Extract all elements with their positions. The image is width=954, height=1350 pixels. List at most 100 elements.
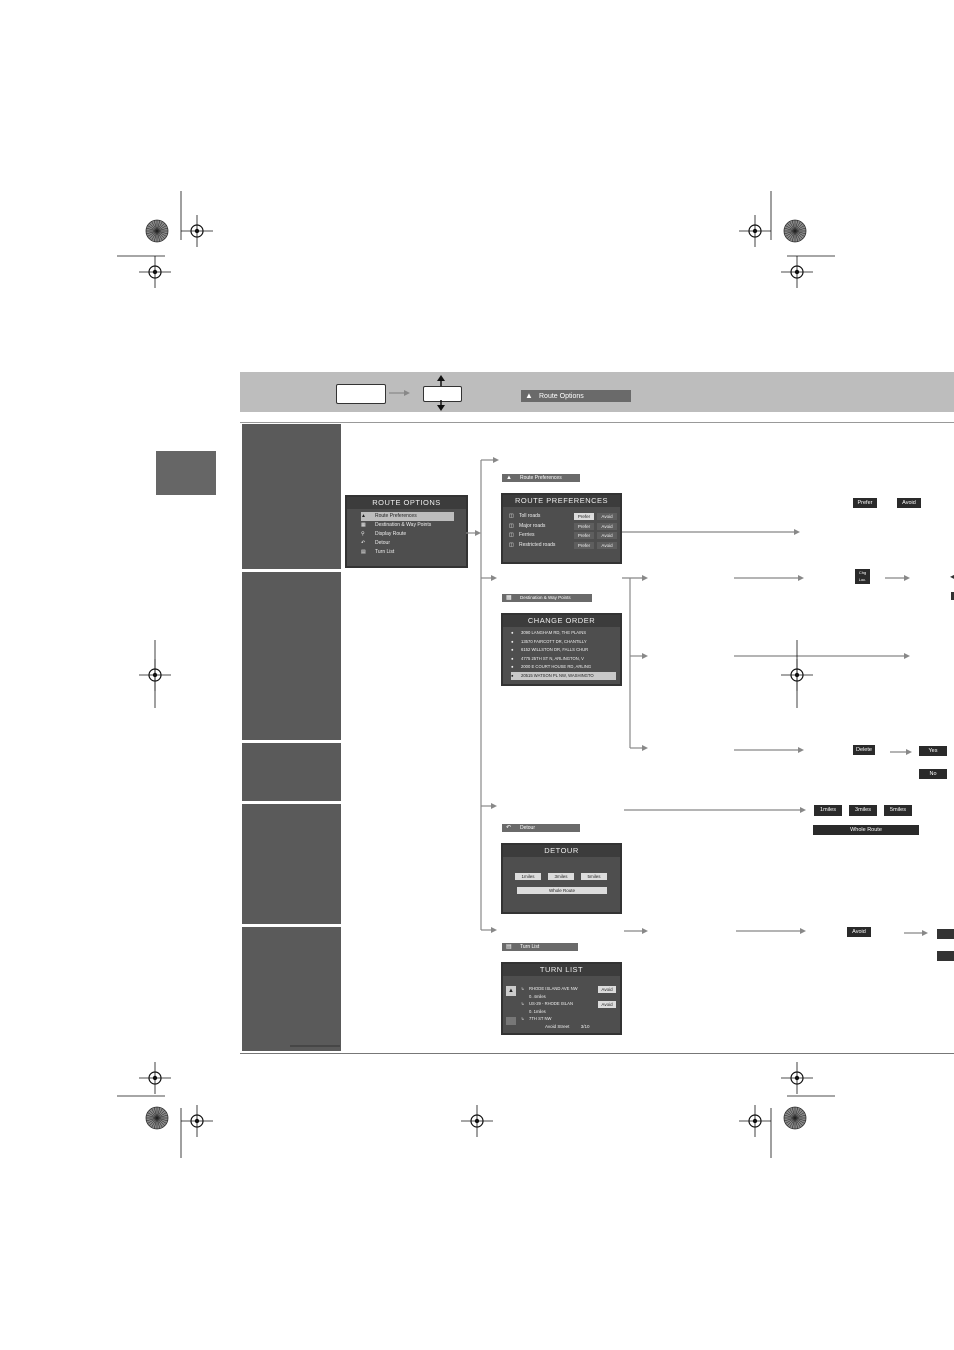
destination-row[interactable]: ●13570 FAIRCOTT DR, CHANTILLY bbox=[511, 638, 616, 647]
menu-item-display-route[interactable]: ⚲Display Route bbox=[361, 531, 407, 537]
route-preferences-icon: ▲ bbox=[361, 513, 366, 519]
turn-avoid-button[interactable]: Avoid bbox=[598, 986, 616, 993]
registration-star-ray bbox=[791, 230, 796, 242]
destination-row[interactable]: ●6152 WILLSTON DR, FALLS CHUR bbox=[511, 646, 616, 655]
up-arrow-icon bbox=[437, 375, 445, 381]
result-5miles-button[interactable]: 5miles bbox=[884, 805, 912, 816]
turn-icon: ↳ bbox=[521, 986, 525, 991]
detour-icon: ↶ bbox=[506, 825, 512, 831]
registration-star-ray bbox=[156, 225, 167, 232]
turn-icon: ↳ bbox=[521, 1016, 525, 1021]
registration-star-ray bbox=[794, 1112, 805, 1119]
registration-star-ray bbox=[151, 221, 158, 232]
waypoint-icon: ● bbox=[511, 647, 514, 652]
truncated-button bbox=[951, 592, 954, 600]
route-options-icon: ▲ bbox=[525, 391, 533, 400]
destination-waypoints-icon: ▦ bbox=[506, 595, 512, 601]
registration-star-ray bbox=[789, 230, 796, 241]
registration-star-ray bbox=[147, 230, 158, 237]
registration-star-ray bbox=[794, 225, 805, 232]
registration-star-ray bbox=[794, 221, 801, 232]
screen-title: ROUTE OPTIONS bbox=[347, 497, 466, 509]
registration-star-ray bbox=[156, 1117, 167, 1124]
registration-star-ray bbox=[147, 225, 158, 232]
registration-star-ray bbox=[147, 1112, 158, 1119]
prefer-button[interactable]: Prefer bbox=[574, 513, 594, 520]
registration-star-ray bbox=[156, 1108, 163, 1119]
registration-star-ray bbox=[791, 1117, 796, 1129]
menu-item-turn-list[interactable]: ▤Turn List bbox=[361, 549, 395, 555]
destination-row[interactable]: ●2000 E COURT HOUSE RD, ARLING bbox=[511, 663, 616, 672]
detour-screen: DETOUR 1miles 3miles 5miles Whole Route bbox=[501, 843, 622, 914]
scroll-down-button[interactable] bbox=[506, 1017, 516, 1025]
menu-item-detour[interactable]: ↶Detour bbox=[361, 540, 391, 546]
road-icon: ◫ bbox=[509, 541, 514, 548]
waypoint-icon: ● bbox=[511, 630, 514, 635]
prefer-result-button[interactable]: Prefer bbox=[853, 498, 877, 508]
detour-1miles-button[interactable]: 1miles bbox=[515, 873, 541, 880]
registration-star-ray bbox=[785, 230, 796, 237]
result-whole-route-button[interactable]: Whole Route bbox=[813, 825, 919, 835]
registration-star-ray bbox=[153, 220, 158, 232]
registration-star-ray bbox=[151, 1108, 158, 1119]
result-3miles-button[interactable]: 3miles bbox=[849, 805, 877, 816]
registration-star-ray bbox=[149, 1117, 158, 1126]
preferences-result-arrow-head bbox=[794, 529, 800, 535]
turn-avoid-button[interactable]: Avoid bbox=[598, 1001, 616, 1008]
menu-item-destination-waypoints[interactable]: ▦Destination & Way Points bbox=[361, 522, 432, 528]
side-block-turn-list bbox=[242, 927, 341, 1051]
road-icon: ◫ bbox=[509, 522, 514, 529]
registration-star-ray bbox=[156, 1117, 161, 1129]
avoid-result-button[interactable]: Avoid bbox=[897, 498, 921, 508]
registration-star-ray bbox=[791, 220, 796, 232]
section-tab bbox=[156, 451, 216, 495]
screen-title: DETOUR bbox=[503, 845, 620, 857]
prefer-button[interactable]: Prefer bbox=[574, 541, 594, 549]
yes-button[interactable]: Yes bbox=[919, 746, 947, 756]
registration-star-ray bbox=[146, 1117, 158, 1122]
detour-3miles-button[interactable]: 3miles bbox=[548, 873, 574, 880]
display-arrow-head bbox=[904, 653, 910, 659]
avoid-button[interactable]: Avoid bbox=[597, 522, 617, 530]
detour-whole-route-button[interactable]: Whole Route bbox=[517, 887, 607, 894]
delete-yes-arrow-head bbox=[906, 749, 912, 755]
avoid-button[interactable]: Avoid bbox=[597, 541, 617, 549]
registration-star-ray bbox=[146, 230, 158, 235]
delete-button[interactable]: Delete bbox=[853, 745, 875, 755]
registration-star-ray bbox=[794, 1108, 801, 1119]
no-button[interactable]: No bbox=[919, 769, 947, 779]
registration-star-ray bbox=[149, 1110, 158, 1119]
registration-star-ray bbox=[153, 230, 158, 242]
waypoint-icon: ● bbox=[511, 672, 514, 678]
prefer-button[interactable]: Prefer bbox=[574, 532, 594, 539]
truncated-button bbox=[937, 929, 954, 939]
result-1miles-button[interactable]: 1miles bbox=[814, 805, 842, 816]
avoid-button[interactable]: Avoid bbox=[597, 513, 617, 520]
avoid-button[interactable]: Avoid bbox=[597, 532, 617, 539]
prefer-button[interactable]: Prefer bbox=[574, 522, 594, 530]
destination-row[interactable]: ●20515 WATSON PL NW, WASHINGTO bbox=[511, 671, 616, 680]
destination-row[interactable]: ●3090 LANGHAM RD, THE PLAINS bbox=[511, 629, 616, 638]
menu-item-route-preferences[interactable]: ▲Route Preferences bbox=[361, 512, 454, 521]
header-arrow-head bbox=[404, 390, 410, 396]
registration-star-ray bbox=[156, 227, 168, 232]
destination-row[interactable]: ●4775 25TH ST N, ARLINGTON, V bbox=[511, 655, 616, 664]
registration-star-ray bbox=[789, 221, 796, 232]
avoid-button[interactable]: Avoid bbox=[847, 927, 871, 937]
menu-key[interactable] bbox=[336, 384, 386, 404]
registration-star-ray bbox=[156, 221, 163, 232]
side-block-route-preferences bbox=[242, 424, 341, 569]
detour-5miles-button[interactable]: 5miles bbox=[581, 873, 607, 880]
change-order-screen: CHANGE ORDER ●3090 LANGHAM RD, THE PLAIN… bbox=[501, 613, 622, 686]
registration-star-ray bbox=[784, 227, 796, 232]
registration-star-ray bbox=[794, 230, 799, 242]
scroll-up-button[interactable]: ▲ bbox=[506, 986, 516, 996]
joystick-key[interactable] bbox=[423, 386, 462, 402]
chg-loc-button[interactable]: Chg Loc. bbox=[855, 569, 870, 584]
